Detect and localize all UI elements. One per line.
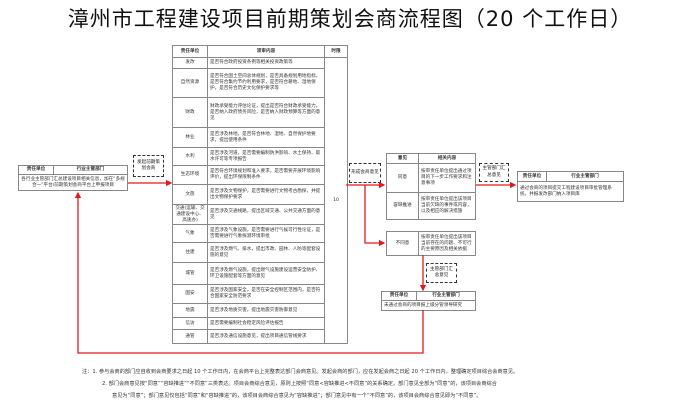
review-row: 生态环境是否符合环境规划和准入要求，是否需要开展环境影响评价，提出环保限制条件 [172,165,348,185]
opinion-disagree: 不同意 [386,231,419,256]
review-row: 国安是否涉及国家安全，是否在安全控制区范围内，是否符合国家安全防范要求 [172,284,348,304]
start-box: 责任单位行业主管部门 各行业主管部门汇总建设项目相关信息，加在“多规合一”平台/… [18,165,128,191]
opinion-table: 意见相关内容 同意按审责任单位提出通过项目的下一步工作要求和注意事项 容缺推进按… [386,153,476,220]
end-fail-content: 未通过会商的项目报上级分管领导研究 [381,300,476,311]
form-opinion-box: 形成会商意见 [349,163,381,183]
review-row: 通管是否涉及通信设施意见，提出项目通信管线要求 [172,329,348,344]
review-row: 交通(运输、交通建设中心、高速办)是否涉及交通线路，提出区域交通、公共交通方面的… [172,204,348,225]
review-unit: 自然资源 [172,68,208,98]
opinion-conditional: 容缺推进 [386,192,419,220]
review-row: 水利是否涉及河道，是否需要编制防洪影响、水土保持、取水许可等专项报告 [172,147,348,166]
start-box-content: 各行业主管部门汇总建设项目相关信息，加在“多规合一”平台/前期策划会商平台上申报… [18,174,128,191]
review-content: 是否涉及通信设施意见，提出项目通信管线要求 [207,329,325,344]
review-content: 是否涉及交通线路，提出区域交通、公共交通方面的意见 [207,204,325,225]
page-title: 漳州市工程建设项目前期策划会商流程图（20 个工作日） [67,7,633,31]
end-box-pass: 责任单位行业主管部门 通过会商的项目提交工程建设项目审批管理系统，并报发改部门纳… [517,171,624,202]
opinion-row-agree: 同意按审责任单位提出通过项目的下一步工作要求和注意事项 [386,163,476,193]
review-row: 财政财政承受能力评估论证，提出是否符合财政承受能力，是否纳入政府债务风险，是否纳… [172,97,348,128]
disagree-table: 不同意按审责任单位提出该项目当前存在的问题、不可行的主要原因及相关依据 [386,231,476,256]
note-1: 注：1. 参与会商的部门应自收到会商要求之日起 10 个工作日内，在会商平台上完… [82,369,519,375]
review-row: 文旅是否涉及文物保护，是否需要进行文物考古勘探，并提出文物保护要求 [172,184,348,205]
opinion-conditional-content: 按审责任单位提出该项目当前欠缺的事件或内容，以及相应的解决措施 [418,192,476,220]
summary-box-pass: 主管部门汇总意见 [479,163,509,182]
footnotes: 注：1. 参与会商的部门应自收到会商要求之日起 10 个工作日内，在会商平台上完… [82,366,692,402]
opinion-agree-content: 按审责任单位提出通过项目的下一步工作要求和注意事项 [418,163,476,193]
review-content: 财政承受能力评估论证，提出是否符合财政承受能力，是否纳入政府债务风险，是否纳入财… [207,97,325,128]
note-2-cont: 意见为“同意”；部门意见仅包括“同意”和“容缺推进”的，该项目会商综合意见为“容… [112,393,482,399]
arrow-to-disagree [364,185,386,247]
opinion-disagree-content: 按审责任单位提出该项目当前存在的问题、不可行的主要原因及相关依据 [418,231,476,256]
launch-consultation-box: 发起前期策划会商 [133,155,164,177]
review-time-limit: 10 [324,57,348,344]
arrow-fail-loop-back [74,191,424,354]
review-row: 住建是否涉及燃气、排水，提出市政、园林、人防等配套设施的意见 [172,242,348,263]
opinion-row-conditional: 容缺推进按审责任单位提出该项目当前欠缺的事件或内容，以及相应的解决措施 [386,192,476,220]
note-2: 2. 部门会商意见按“同意”“容缺推进”“不同意”三类表达。项目会商综合意见，原… [102,381,497,387]
summary-box-fail: 主管部门汇总意见 [426,263,457,283]
end-box-fail: 责任单位行业主管部门 未通过会商的项目报上级分管领导研究 [381,291,476,311]
end-pass-content: 通过会商的项目提交工程建设项目审批管理系统，并报发改部门纳入项目库 [517,181,624,202]
